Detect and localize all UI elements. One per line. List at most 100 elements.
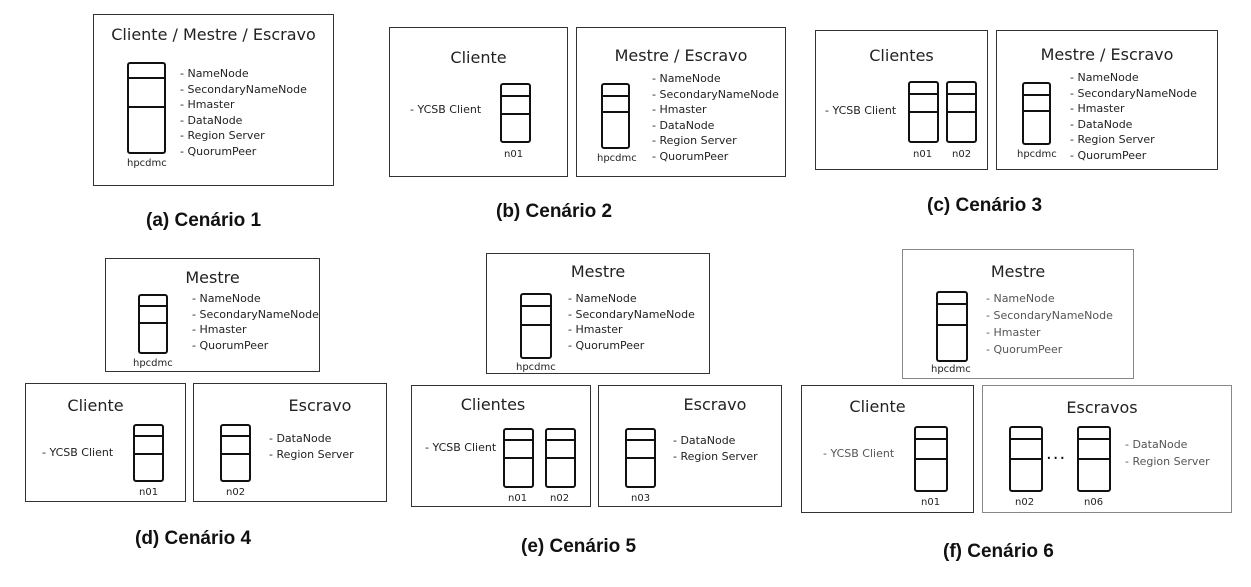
scenario4-client-title: Cliente xyxy=(67,396,124,415)
role-datanode: - DataNode xyxy=(1070,117,1133,131)
server-icon xyxy=(625,428,656,488)
role-list: - NameNode - SecondaryNameNode - Hmaster… xyxy=(568,291,695,353)
node-label: hpcdmc xyxy=(133,358,173,369)
role-quorumpeer: - QuorumPeer xyxy=(192,338,269,352)
role-quorumpeer: - QuorumPeer xyxy=(986,343,1063,356)
role-secondary-namenode: - SecondaryNameNode xyxy=(568,307,695,321)
ycsb-client-label: - YCSB Client xyxy=(825,104,897,117)
scenario6-slave-box: Escravos ... n02 n06 - DataNode - Region… xyxy=(982,385,1232,513)
server-icon xyxy=(138,294,168,354)
scenario3-master-title: Mestre / Escravo xyxy=(1040,45,1174,64)
ycsb-client-label: - YCSB Client xyxy=(425,441,497,454)
ycsb-client-label: - YCSB Client xyxy=(823,447,895,460)
scenario4-slave-title: Escravo xyxy=(288,396,352,415)
role-list: - NameNode - SecondaryNameNode - Hmaster… xyxy=(986,290,1113,358)
node-label: n01 xyxy=(921,497,941,508)
role-quorumpeer: - QuorumPeer xyxy=(180,144,257,158)
role-region-server: - Region Server xyxy=(1125,455,1210,468)
scenario5-master-box: Mestre hpcdmc - NameNode - SecondaryName… xyxy=(486,253,710,374)
node-label: n02 xyxy=(952,149,972,160)
role-quorumpeer: - QuorumPeer xyxy=(1070,148,1147,162)
role-datanode: - DataNode xyxy=(269,432,332,445)
role-namenode: - NameNode xyxy=(568,292,637,305)
role-hmaster: - Hmaster xyxy=(652,103,707,116)
node-label: n01 xyxy=(913,149,933,160)
scenario6-master-title: Mestre xyxy=(990,262,1046,281)
server-icon xyxy=(601,83,630,149)
node-label: hpcdmc xyxy=(931,364,971,375)
server-icon xyxy=(908,81,939,143)
node-label: hpcdmc xyxy=(516,362,556,373)
node-label: n06 xyxy=(1084,497,1104,508)
scenario5-client-title: Clientes xyxy=(460,395,526,414)
role-secondary-namenode: - SecondaryNameNode xyxy=(180,82,307,96)
scenario3-client-box: Clientes - YCSB Client n01 n02 xyxy=(815,30,988,170)
role-hmaster: - Hmaster xyxy=(568,323,623,336)
role-datanode: - DataNode xyxy=(180,113,243,127)
scenario1-caption: (a) Cenário 1 xyxy=(146,210,262,231)
scenario6-client-title: Cliente xyxy=(849,397,906,416)
role-list: - NameNode - SecondaryNameNode - Hmaster… xyxy=(652,71,779,164)
role-namenode: - NameNode xyxy=(180,67,249,80)
scenario5-slave-title: Escravo xyxy=(683,395,747,414)
role-secondary-namenode: - SecondaryNameNode xyxy=(192,307,319,321)
scenario4-client-box: Cliente - YCSB Client n01 xyxy=(25,383,186,502)
scenario2-client-box: Cliente - YCSB Client n01 xyxy=(389,27,568,177)
node-label: hpcdmc xyxy=(1017,149,1057,160)
scenario6-slave-title: Escravos xyxy=(1066,398,1138,417)
role-secondary-namenode: - SecondaryNameNode xyxy=(1070,86,1197,100)
node-label: n02 xyxy=(550,493,570,504)
scenario4-caption: (d) Cenário 4 xyxy=(135,528,252,549)
server-icon xyxy=(1077,426,1111,492)
node-label: n01 xyxy=(139,487,159,498)
ycsb-client-label: - YCSB Client xyxy=(410,103,482,116)
node-label: n01 xyxy=(504,149,524,160)
role-region-server: - Region Server xyxy=(269,447,354,461)
server-icon xyxy=(1009,426,1043,492)
scenario2-master-title: Mestre / Escravo xyxy=(614,46,748,65)
scenario5-client-box: Clientes - YCSB Client n01 n02 xyxy=(411,385,591,507)
role-list: - DataNode - Region Server xyxy=(1125,436,1210,470)
role-namenode: - NameNode xyxy=(1070,71,1139,84)
node-label: hpcdmc xyxy=(127,158,167,169)
role-secondary-namenode: - SecondaryNameNode xyxy=(652,87,779,101)
server-icon xyxy=(500,83,531,143)
server-icon xyxy=(520,293,552,359)
role-datanode: - DataNode xyxy=(652,118,715,132)
node-label: n01 xyxy=(508,493,528,504)
scenario2-client-title: Cliente xyxy=(450,48,507,67)
role-hmaster: - Hmaster xyxy=(1070,102,1125,115)
role-list: - DataNode - Region Server xyxy=(269,431,354,462)
role-datanode: - DataNode xyxy=(673,434,736,447)
role-namenode: - NameNode xyxy=(986,292,1055,305)
scenario4-slave-box: Escravo n02 - DataNode - Region Server xyxy=(193,383,387,502)
scenario6-master-box: Mestre hpcdmc - NameNode - SecondaryName… xyxy=(902,249,1134,379)
scenario4-master-title: Mestre xyxy=(185,268,240,287)
scenario2-master-box: Mestre / Escravo hpcdmc - NameNode - Sec… xyxy=(576,27,786,177)
scenario6-client-box: Cliente - YCSB Client n01 xyxy=(801,385,974,513)
role-quorumpeer: - QuorumPeer xyxy=(568,338,645,352)
node-label: n02 xyxy=(1015,497,1035,508)
role-hmaster: - Hmaster xyxy=(180,98,235,111)
role-list: - NameNode - SecondaryNameNode - Hmaster… xyxy=(192,291,319,353)
role-region-server: - Region Server xyxy=(652,134,737,147)
server-icon xyxy=(545,428,576,488)
server-icon xyxy=(946,81,977,143)
role-quorumpeer: - QuorumPeer xyxy=(652,149,729,163)
scenario5-caption: (e) Cenário 5 xyxy=(521,536,637,557)
role-secondary-namenode: - SecondaryNameNode xyxy=(986,309,1113,322)
role-namenode: - NameNode xyxy=(652,72,721,85)
server-icon xyxy=(1022,82,1051,145)
scenario3-client-title: Clientes xyxy=(869,46,934,65)
role-region-server: - Region Server xyxy=(1070,133,1155,146)
scenario6-caption: (f) Cenário 6 xyxy=(943,541,1054,562)
scenario3-caption: (c) Cenário 3 xyxy=(927,195,1043,216)
scenario4-master-box: Mestre hpcdmc - NameNode - SecondaryName… xyxy=(105,258,320,372)
role-list: - NameNode - SecondaryNameNode - Hmaster… xyxy=(1070,70,1197,163)
role-list: - NameNode - SecondaryNameNode - Hmaster… xyxy=(180,66,307,159)
server-icon xyxy=(127,62,166,154)
scenario3-master-box: Mestre / Escravo hpcdmc - NameNode - Sec… xyxy=(996,30,1218,170)
server-icon xyxy=(133,424,164,482)
server-icon xyxy=(503,428,534,488)
role-namenode: - NameNode xyxy=(192,292,261,305)
